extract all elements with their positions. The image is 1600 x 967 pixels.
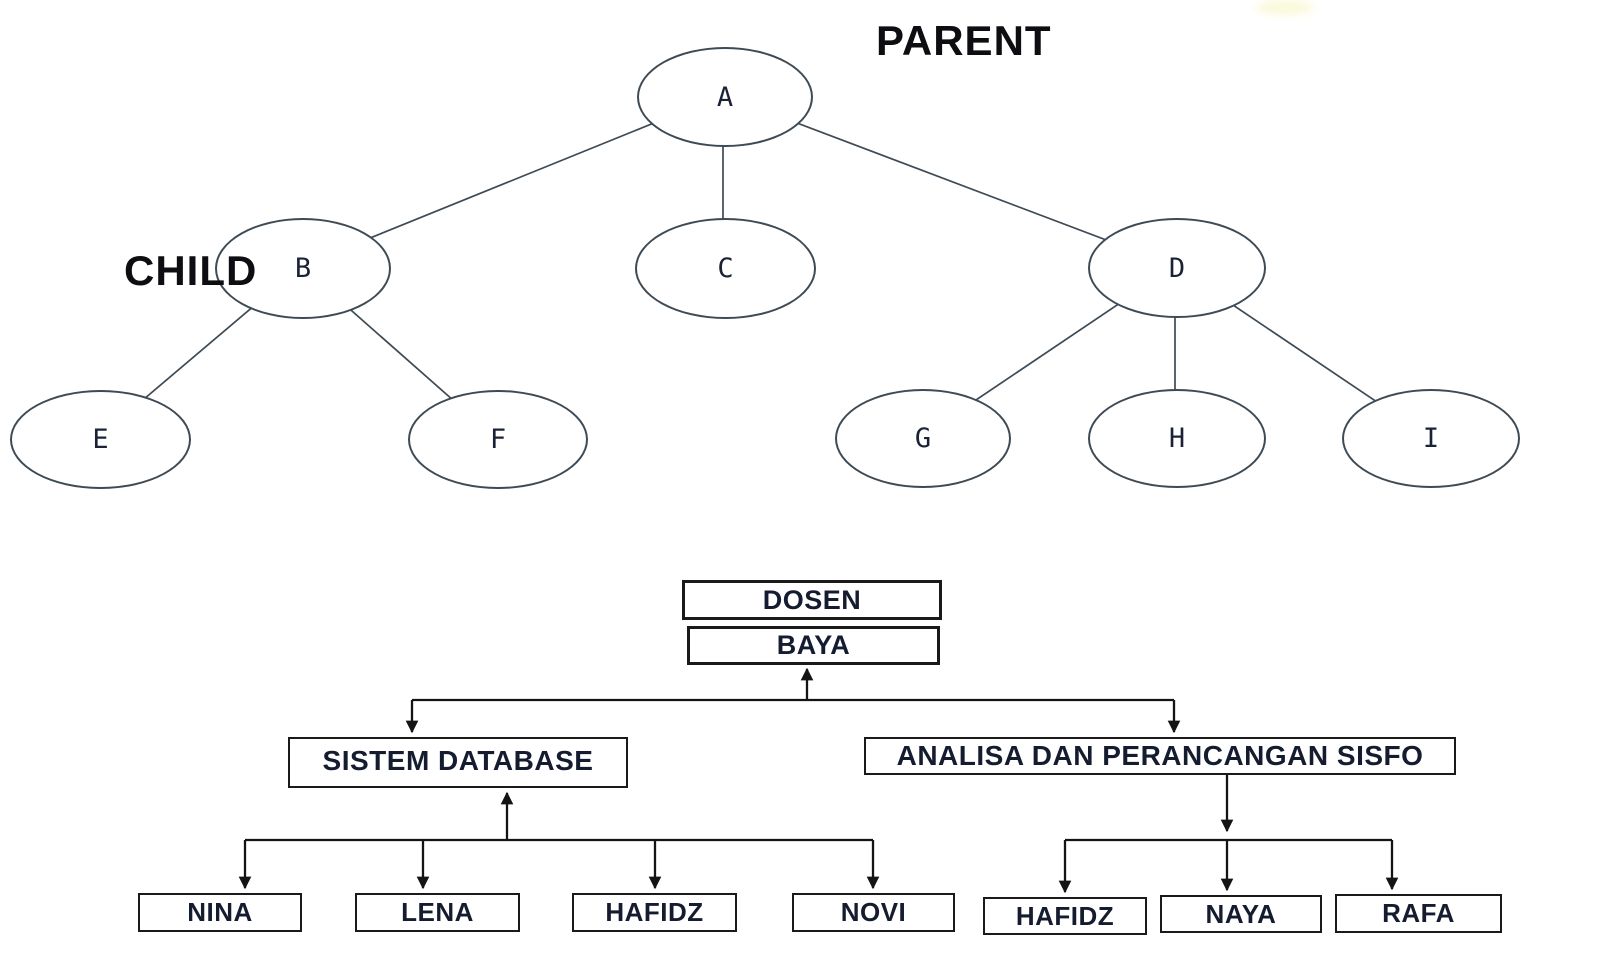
parent-annotation: PARENT	[876, 17, 1052, 64]
box-naya: NAYA	[1160, 895, 1322, 933]
tree-node-a: A	[637, 47, 813, 147]
tree-node-i-label: I	[1422, 423, 1440, 454]
box-hafidz-db: HAFIDZ	[572, 893, 737, 932]
box-hafidz-db-label: HAFIDZ	[605, 897, 704, 927]
box-naya-label: NAYA	[1205, 898, 1277, 929]
child-annotation: CHILD	[124, 247, 258, 294]
box-rafa: RAFA	[1335, 894, 1502, 933]
tree-node-g-label: G	[914, 423, 932, 454]
box-dosen: DOSEN	[682, 580, 942, 620]
box-lena-label: LENA	[401, 897, 474, 927]
tree-node-e-label: E	[92, 424, 109, 455]
box-hafidz-sisfo-label: HAFIDZ	[1015, 900, 1115, 931]
tree-node-b: B	[215, 218, 391, 319]
box-hafidz-sisfo: HAFIDZ	[983, 897, 1147, 935]
tree-node-f-label: F	[489, 424, 507, 455]
box-nina-label: NINA	[187, 897, 253, 927]
box-dosen-label: DOSEN	[762, 584, 862, 615]
box-nina: NINA	[138, 893, 302, 932]
tree-node-c-label: C	[717, 253, 734, 284]
tree-node-g: G	[835, 389, 1011, 488]
tree-node-d-label: D	[1168, 252, 1186, 284]
tree-node-b-label: B	[294, 253, 312, 284]
highlight-artifact	[1256, 0, 1314, 15]
box-rafa-label: RAFA	[1382, 898, 1455, 928]
box-novi: NOVI	[792, 893, 955, 932]
tree-node-a-label: A	[716, 81, 734, 113]
box-sistem-database: SISTEM DATABASE	[288, 737, 628, 788]
box-sistem-database-label: SISTEM DATABASE	[322, 745, 594, 776]
box-baya-label: BAYA	[776, 630, 851, 660]
tree-node-d: D	[1088, 218, 1266, 318]
org-connectors	[238, 667, 1399, 894]
box-baya: BAYA	[687, 626, 940, 665]
tree-node-c: C	[635, 218, 816, 319]
tree-node-e: E	[10, 390, 191, 489]
box-novi-label: NOVI	[840, 897, 907, 927]
box-analisa-sisfo: ANALISA DAN PERANCANGAN SISFO	[864, 737, 1456, 775]
tree-node-f: F	[408, 390, 588, 489]
box-lena: LENA	[355, 893, 520, 932]
tree-node-i: I	[1342, 389, 1520, 488]
tree-node-h-label: H	[1168, 423, 1186, 454]
box-analisa-sisfo-label: ANALISA DAN PERANCANGAN SISFO	[896, 740, 1424, 771]
tree-node-h: H	[1088, 389, 1266, 488]
